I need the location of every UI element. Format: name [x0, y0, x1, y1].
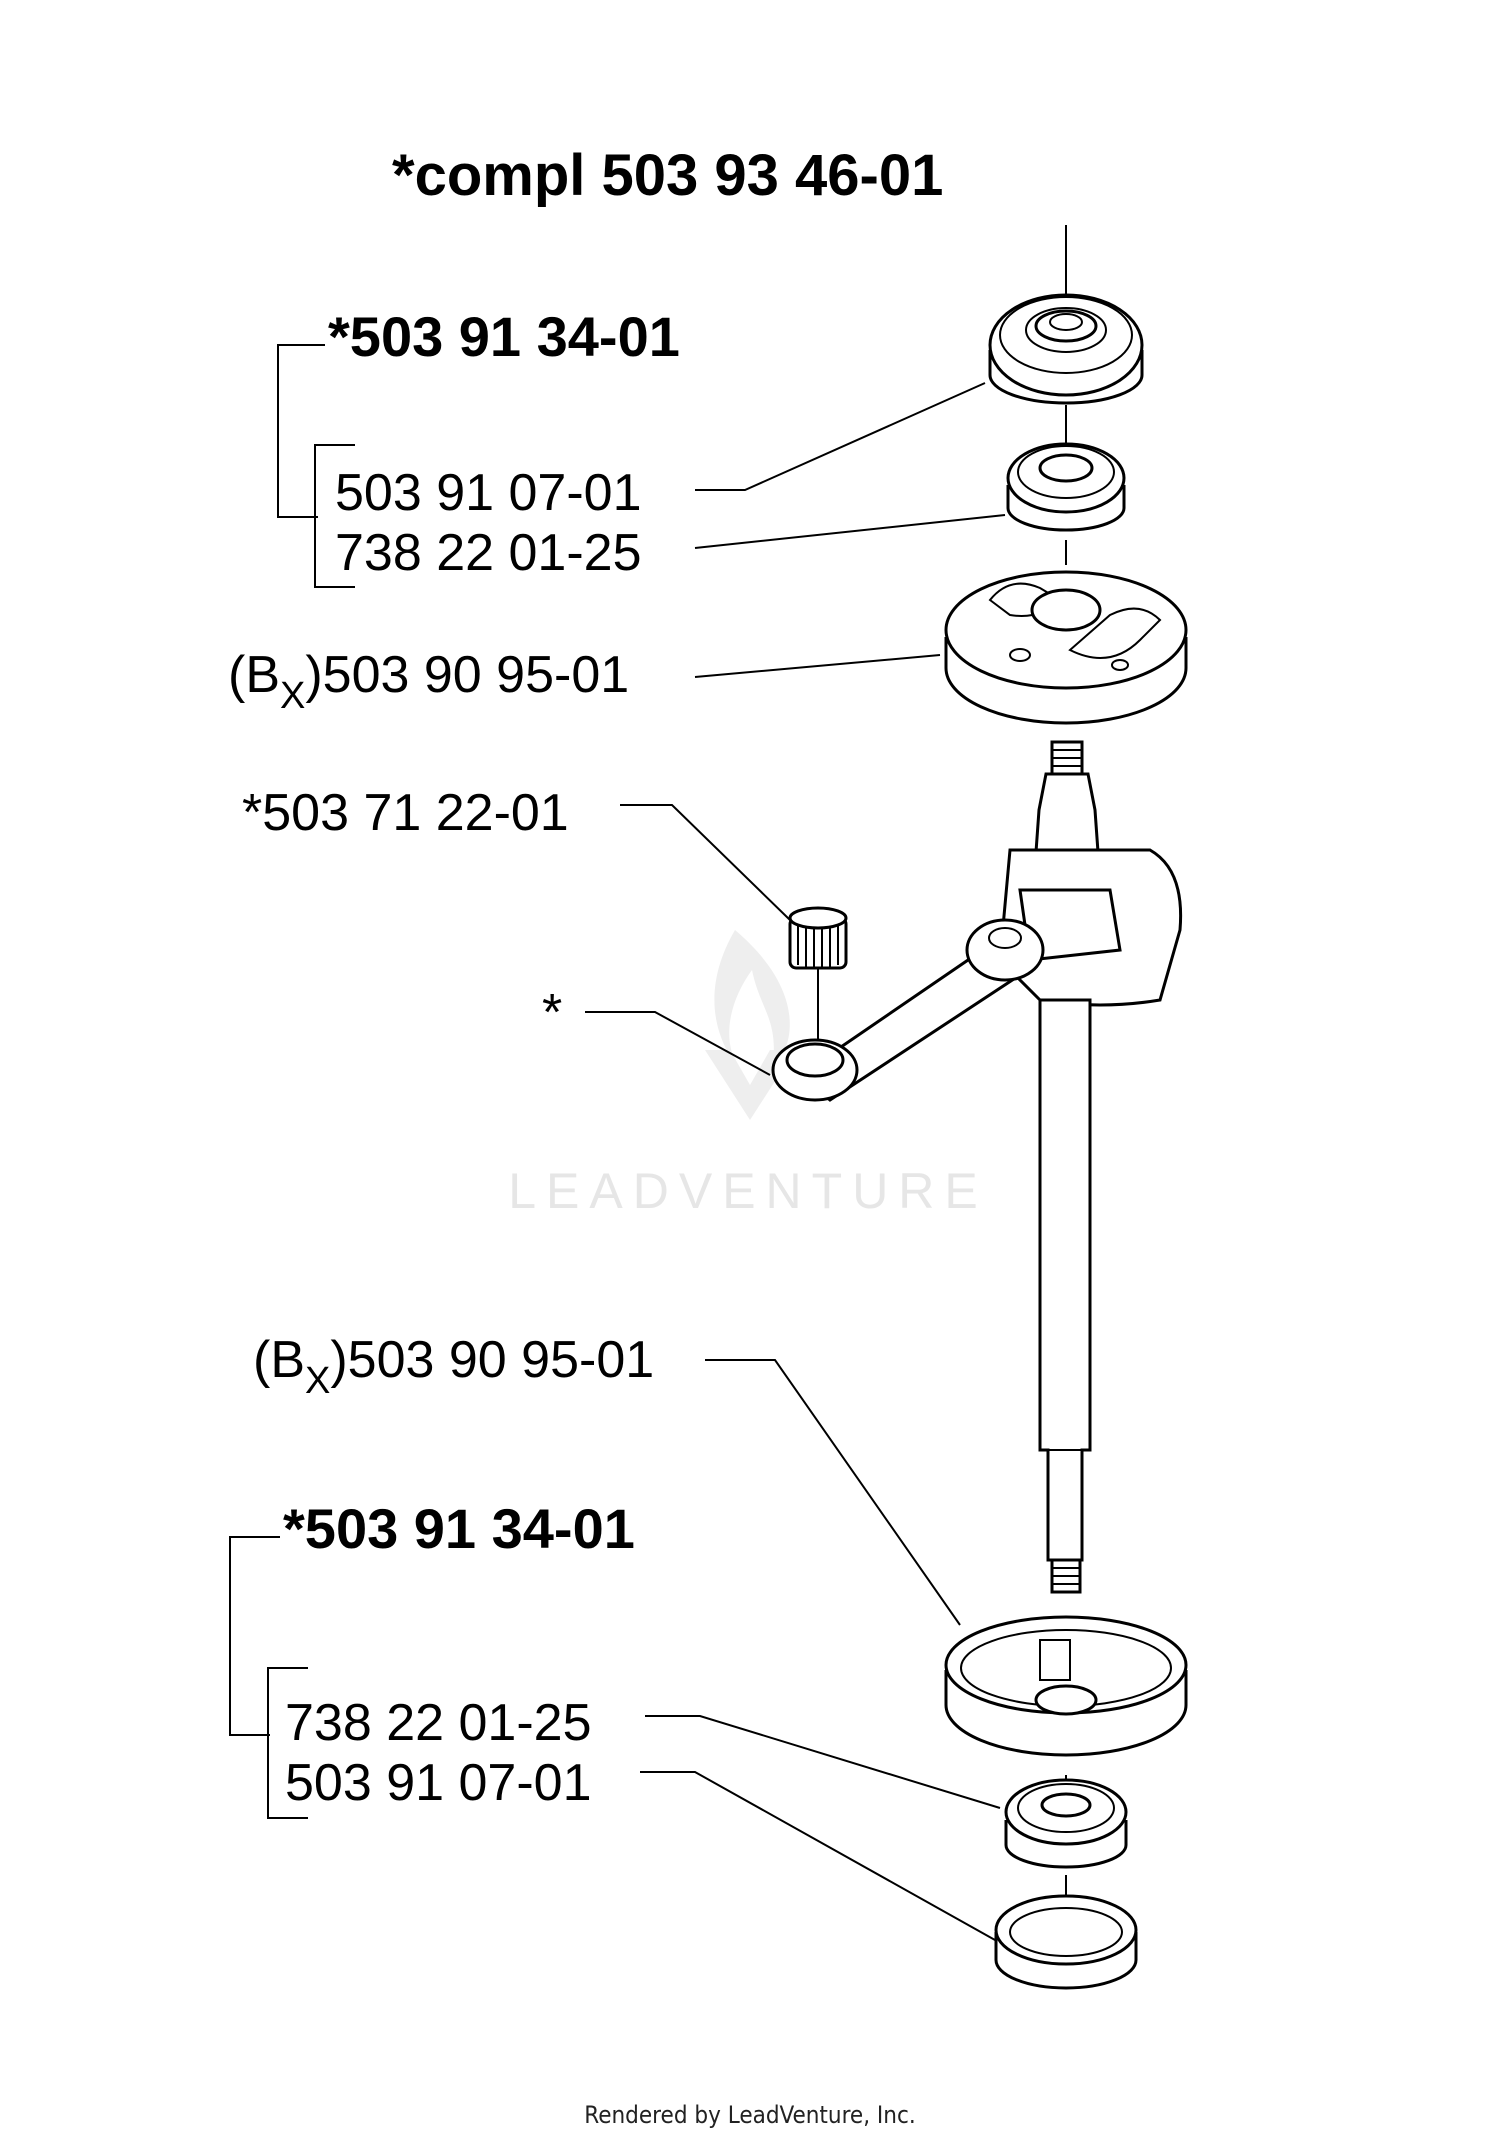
watermark-text: LEADVENTURE [508, 1163, 988, 1219]
render-credit: Rendered by LeadVenture, Inc. [584, 2101, 915, 2129]
lower-counterweight-label: (BX)503 90 95-01 [253, 1331, 654, 1402]
svg-text:(BX)503 90 95-01: (BX)503 90 95-01 [228, 646, 629, 717]
lower-inner-bearing [1004, 1778, 1128, 1869]
lower-counterweight-prefix: (B [253, 1331, 305, 1389]
crankshaft [771, 740, 1183, 1594]
watermark: LEADVENTURE [508, 930, 988, 1219]
lower-part-label-2: 503 91 07-01 [285, 1754, 592, 1812]
svg-text:(BX)503 90 95-01: (BX)503 90 95-01 [253, 1331, 654, 1402]
needle-bearing [788, 906, 848, 970]
lower-group-header: *503 91 34-01 [283, 1497, 635, 1560]
upper-part-label-1: 503 91 07-01 [335, 464, 642, 522]
upper-inner-bearing [1006, 442, 1126, 532]
upper-group-bracket [277, 344, 325, 518]
needle-bearing-label: *503 71 22-01 [242, 784, 569, 842]
assembly-title: *compl 503 93 46-01 [392, 143, 943, 208]
lower-part-label-1: 738 22 01-25 [285, 1694, 592, 1752]
conrod-label: * [542, 984, 562, 1042]
upper-group-header: *503 91 34-01 [328, 305, 680, 368]
upper-counterweight-prefix: (B [228, 646, 280, 704]
upper-counterweight-sub: X [280, 675, 305, 717]
upper-counterweight-number: )503 90 95-01 [305, 646, 629, 704]
lower-bearing-group: *503 91 34-01 738 22 01-25 503 91 07-01 [229, 1497, 635, 1819]
leader-lines [585, 225, 1067, 1941]
lower-counterweight-sub: X [305, 1360, 330, 1402]
upper-subgroup-bracket [314, 444, 355, 588]
upper-counterweight-label: (BX)503 90 95-01 [228, 646, 629, 717]
upper-bearing-group: *503 91 34-01 503 91 07-01 738 22 01-25 [277, 305, 680, 588]
upper-outer-bearing [988, 293, 1144, 405]
lower-counterweight-number: )503 90 95-01 [330, 1331, 654, 1389]
lower-group-bracket [229, 1536, 280, 1736]
lower-counterweight-disc [944, 1615, 1188, 1757]
upper-counterweight-disc [944, 570, 1188, 725]
lower-subgroup-bracket [267, 1667, 308, 1819]
lower-outer-bearing [994, 1894, 1138, 1990]
upper-part-label-2: 738 22 01-25 [335, 524, 642, 582]
